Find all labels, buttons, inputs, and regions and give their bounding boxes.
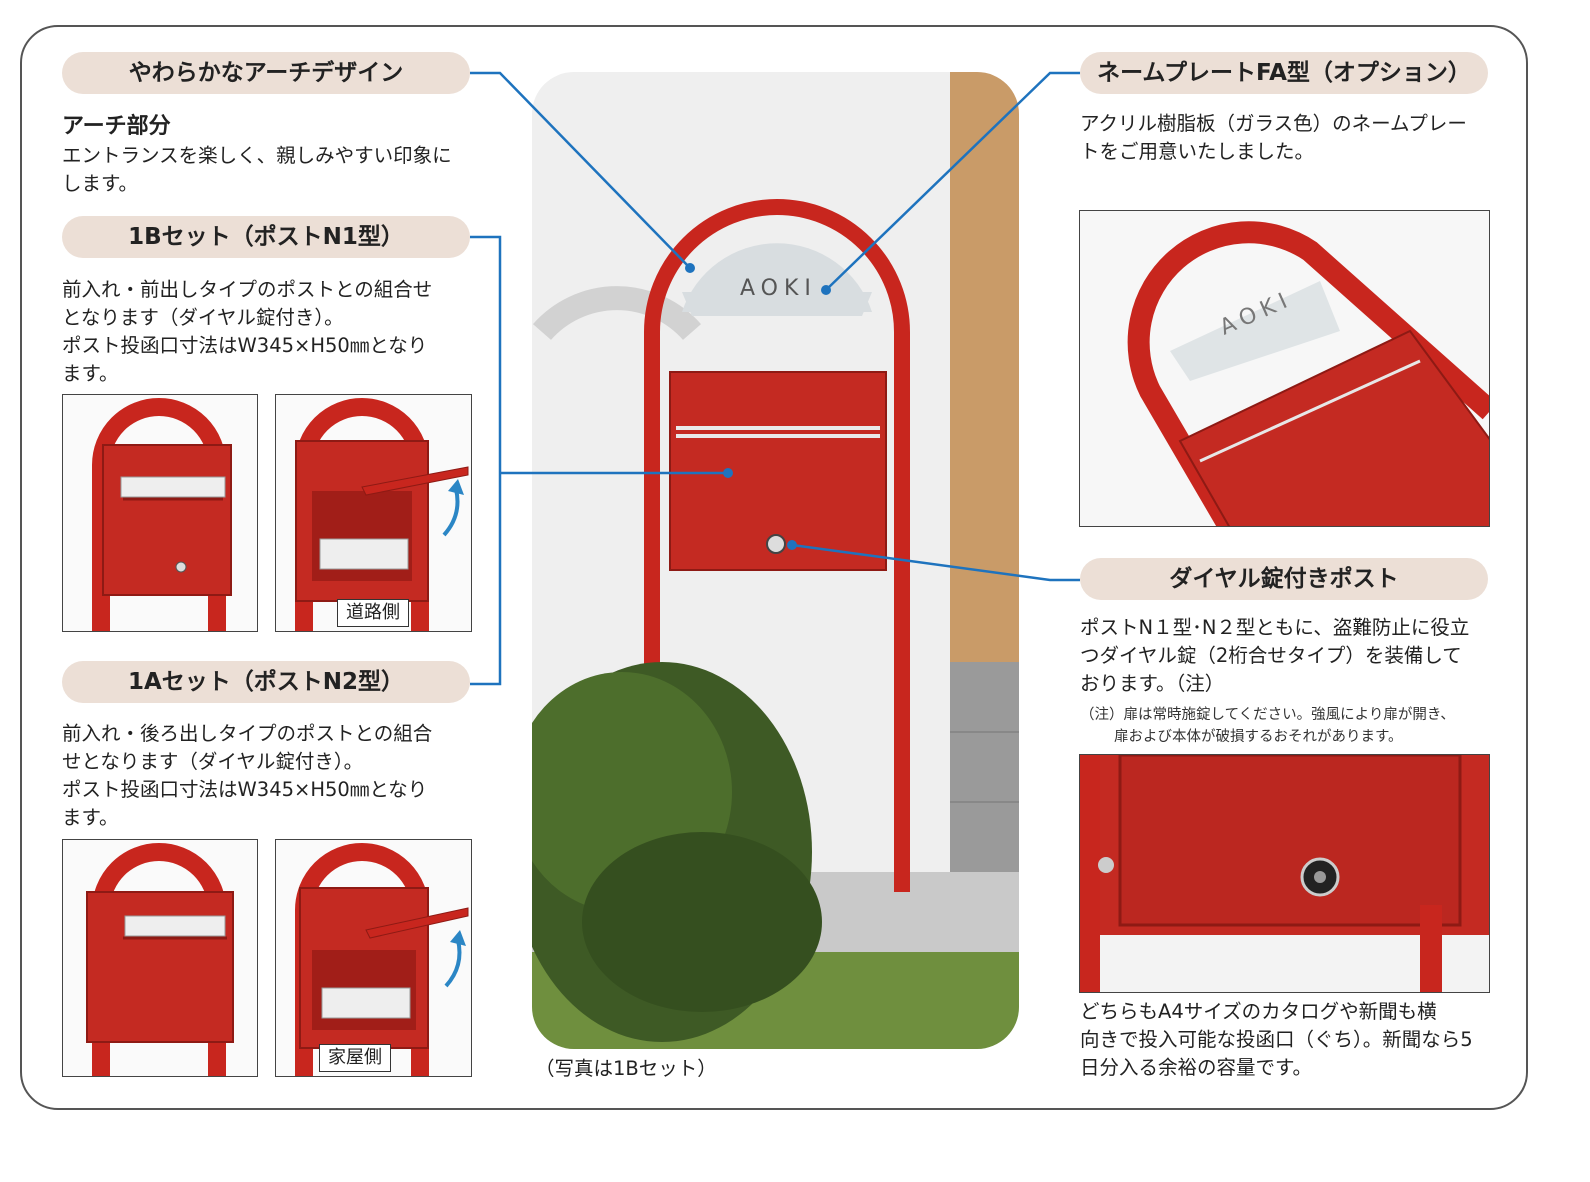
set1a-body-line: ます。 [62,806,119,829]
dial-body-line: おります。（注） [1080,672,1225,695]
dial-footer: どちらもA4サイズのカタログや新聞も横 向きで投入可能な投函口（ぐち）。新聞なら… [1080,998,1510,1082]
arch-body-line: します。 [62,172,139,195]
arch-subheading: アーチ部分 [62,114,171,139]
set1a-body-line: ポスト投函口寸法はW345×H50㎜となり [62,778,428,801]
set1b-body: 前入れ・前出しタイプのポストとの組合せ となります（ダイヤル錠付き）。 ポスト投… [62,276,492,388]
dial-photo [1079,754,1490,993]
set1a-photo-open: 家屋側 [275,839,472,1077]
set1b-body-line: 前入れ・前出しタイプのポストとの組合せ [62,278,433,301]
set1b-photo-open: 道路側 [275,394,472,632]
nameplate-body-line: アクリル樹脂板（ガラス色）のネームプレー [1080,112,1467,135]
set1b-photo-closed [62,394,258,632]
dial-body-line: ポストN１型･N２型ともに、盗難防止に役立 [1080,616,1470,639]
dial-footer-line: 向きで投入可能な投函口（ぐち）。新聞なら5 [1080,1028,1473,1051]
dial-note-line: 扉および本体が破損するおそれがあります。 [1114,729,1403,745]
nameplate-body-line: トをご用意いたしました。 [1080,140,1315,163]
main-photo-caption: （写真は1Bセット） [535,1057,717,1080]
dial-body-line: つダイヤル錠（2桁合せタイプ）を装備して [1080,644,1462,667]
nameplate-photo: AOKI [1079,210,1490,527]
dial-body: ポストN１型･N２型ともに、盗難防止に役立 つダイヤル錠（2桁合せタイプ）を装備… [1080,614,1510,698]
page-frame [20,25,1528,1110]
dial-note: （注）扉は常時施錠してください。強風により扉が開き、 扉および本体が破損するおそ… [1080,704,1520,748]
dial-heading: ダイヤル錠付きポスト [1080,558,1488,600]
dial-note-line: （注）扉は常時施錠してください。強風により扉が開き、 [1080,707,1455,723]
nameplate-body: アクリル樹脂板（ガラス色）のネームプレー トをご用意いたしました。 [1080,110,1510,166]
set1b-body-line: ポスト投函口寸法はW345×H50㎜となり [62,334,428,357]
set1a-body-line: せとなります（ダイヤル錠付き）。 [62,750,364,773]
arch-heading: やわらかなアーチデザイン [62,52,470,94]
main-photo-plate-text: AOKI [740,276,817,301]
arch-body: エントランスを楽しく、親しみやすい印象に します。 [62,142,492,198]
dial-footer-line: 日分入る余裕の容量です。 [1080,1056,1313,1079]
dial-footer-line: どちらもA4サイズのカタログや新聞も横 [1080,1000,1437,1023]
set1a-photo-closed [62,839,258,1077]
set1b-photo-tag: 道路側 [337,599,409,627]
set1a-photo-tag: 家屋側 [319,1044,391,1072]
arch-body-line: エントランスを楽しく、親しみやすい印象に [62,144,452,167]
set1a-body: 前入れ・後ろ出しタイプのポストとの組合 せとなります（ダイヤル錠付き）。 ポスト… [62,720,492,832]
set1a-heading: 1Aセット（ポストN2型） [62,661,470,703]
set1a-body-line: 前入れ・後ろ出しタイプのポストとの組合 [62,722,433,745]
set1b-heading: 1Bセット（ポストN1型） [62,216,470,258]
nameplate-heading: ネームプレートFA型（オプション） [1080,52,1488,94]
set1b-body-line: となります（ダイヤル錠付き）。 [62,306,344,329]
set1b-body-line: ます。 [62,362,119,385]
main-photo: AOKI [532,72,1019,1049]
